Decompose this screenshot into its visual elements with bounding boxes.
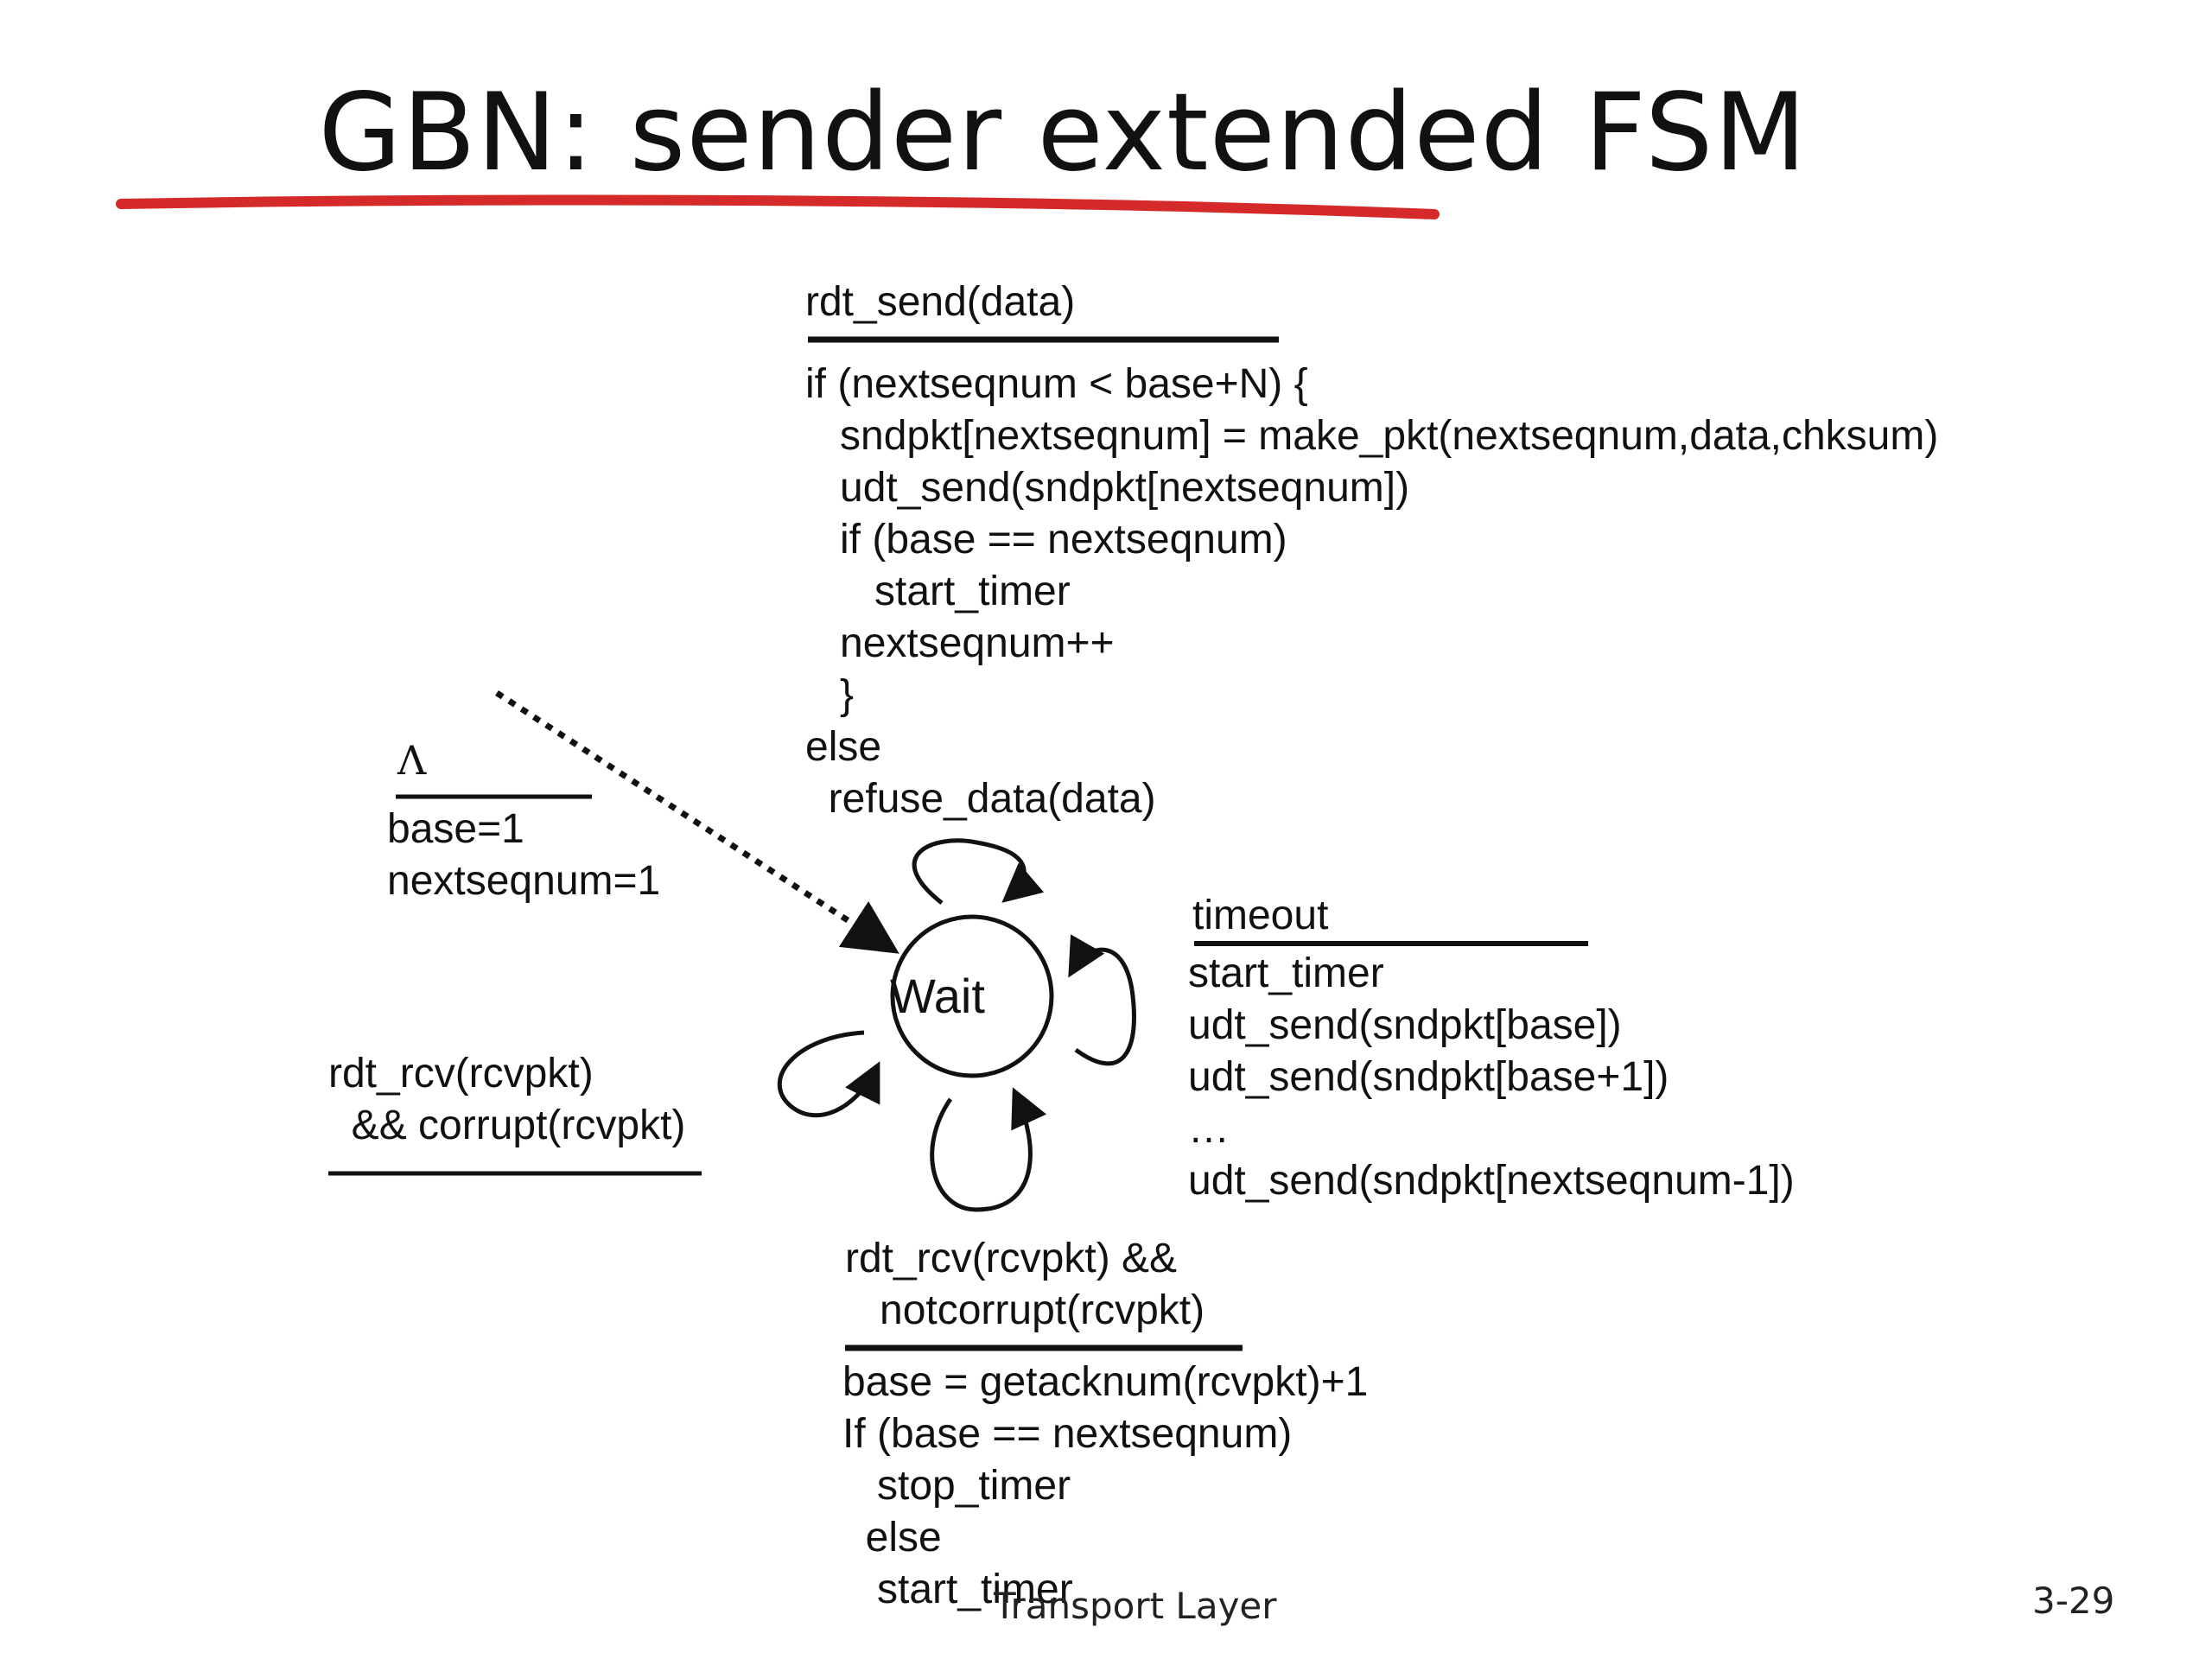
self-loop-ack	[930, 1087, 1047, 1212]
wait-state-label: Wait	[890, 969, 985, 1023]
self-loop-timeout	[1068, 934, 1136, 1066]
init-actions: base=1 nextseqnum=1	[387, 806, 661, 904]
init-event: Λ	[397, 737, 427, 784]
page-number: 3-29	[2032, 1580, 2115, 1622]
title-underline	[116, 194, 1440, 219]
ack-actions: base = getacknum(rcvpkt)+1 If (base == n…	[842, 1359, 1369, 1612]
initial-transition-arrow	[495, 690, 899, 954]
page-title: GBN: sender extended FSM	[318, 71, 1808, 195]
timeout-event: timeout	[1192, 893, 1329, 938]
wait-state-circle	[890, 914, 1054, 1078]
footer-label: Transport Layer	[994, 1585, 1277, 1627]
self-loop-send	[912, 838, 1045, 905]
corrupt-event: rdt_rcv(rcvpkt) && corrupt(rcvpkt)	[328, 1051, 686, 1148]
send-event: rdt_send(data)	[805, 279, 1076, 325]
send-actions: if (nextseqnum < base+N) { sndpkt[nextse…	[805, 361, 1939, 822]
self-loop-corrupt	[777, 1030, 880, 1118]
timeout-actions: start_timer udt_send(sndpkt[base]) udt_s…	[1188, 950, 1795, 1204]
ack-event: rdt_rcv(rcvpkt) && notcorrupt(rcvpkt)	[845, 1236, 1205, 1333]
